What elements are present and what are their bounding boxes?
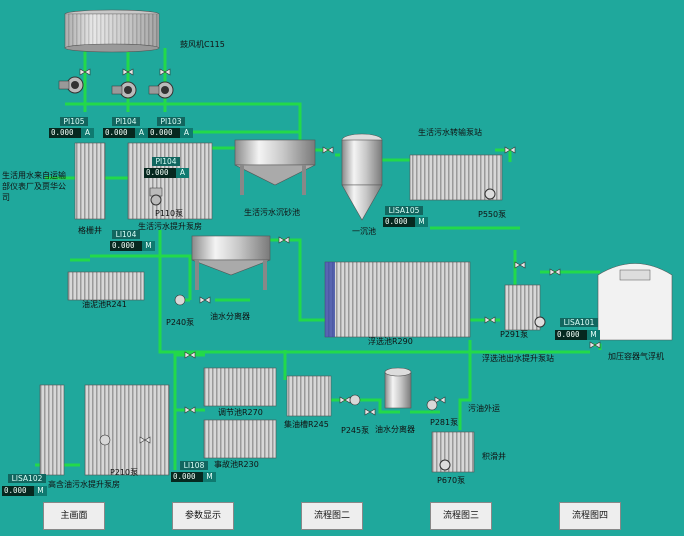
- grille-well: [74, 142, 106, 220]
- accident-r230-label: 事故池R230: [214, 460, 259, 469]
- oil-collect-r245-label: 集油槽R245: [284, 420, 329, 429]
- domestic-lift-room-label: 生活污水提升泵房: [138, 222, 202, 231]
- instrument-tag: LISA101: [560, 318, 598, 327]
- instrument-value: 0.000: [148, 128, 180, 138]
- pressure-vessel: [597, 263, 673, 341]
- grit-tank: [234, 139, 316, 195]
- grille-well-label: 格栅井: [78, 226, 102, 235]
- flow-chart-2-button[interactable]: 流程图二: [301, 502, 363, 530]
- oil-water-sep2-label: 油水分离器: [375, 425, 415, 434]
- primary-clarifier-label: 一沉池: [352, 227, 376, 236]
- oil-water-sep1-label: 油水分离器: [210, 312, 250, 321]
- oil-water-separator-1: [191, 235, 271, 290]
- oil-out-label: 污油外运: [468, 404, 500, 413]
- instrument-tag: LI104: [112, 230, 140, 239]
- instrument-value: 0.000: [2, 486, 34, 496]
- sludge-r241-label: 油泥池R241: [82, 300, 127, 309]
- instrument-tag: LISA105: [385, 206, 423, 215]
- instrument-value: 0.000: [383, 217, 415, 227]
- params-display-button[interactable]: 参数显示: [172, 502, 234, 530]
- p245-label: P245泵: [341, 426, 370, 435]
- p291-label: P291泵: [500, 330, 529, 339]
- oil-collect-tank-r245: [286, 375, 332, 417]
- flow-chart-4-button[interactable]: 流程图四: [559, 502, 621, 530]
- domestic-pump-tank: [409, 154, 503, 201]
- p550-label: P550泵: [478, 210, 507, 219]
- instrument-unit: A: [81, 128, 94, 138]
- flotation-r290-label: 浮选池R290: [368, 337, 413, 346]
- instrument-tag: PI104: [152, 157, 180, 166]
- instrument-tag: LI108: [180, 461, 208, 470]
- grit-tank-label: 生活污水沉砂池: [244, 208, 300, 217]
- valves: [79, 68, 601, 444]
- instrument-value: 0.000: [171, 472, 203, 482]
- instrument-unit: M: [34, 486, 47, 496]
- instrument-value: 0.000: [144, 168, 176, 178]
- instrument-unit: M: [203, 472, 216, 482]
- main-screen-button[interactable]: 主画面: [43, 502, 105, 530]
- domestic-pump-station-label: 生活污水转输泵站: [418, 128, 482, 137]
- instrument-tag: LISA102: [8, 474, 46, 483]
- p291-tank: [504, 284, 546, 331]
- instrument-value: 0.000: [555, 330, 587, 340]
- sludge-well-label: 积滑井: [482, 452, 506, 461]
- instrument-unit: A: [176, 168, 189, 178]
- blower-tank: [64, 9, 160, 53]
- p210-label: P210泵: [110, 468, 139, 477]
- pumps: [99, 294, 438, 446]
- left-source-label: 生活用水来自运输部仪表厂及贾华公司: [2, 171, 66, 202]
- flow-chart-3-button[interactable]: 流程图三: [430, 502, 492, 530]
- domestic-lift-room: [127, 142, 213, 220]
- instrument-value: 0.000: [103, 128, 135, 138]
- instrument-unit: M: [587, 330, 600, 340]
- p240-label: P240泵: [166, 318, 195, 327]
- p670-label: P670泵: [437, 476, 466, 485]
- sludge-tank-r241: [67, 271, 145, 301]
- blower-motors: [58, 76, 174, 99]
- instrument-value: 0.000: [49, 128, 81, 138]
- accident-tank-r230: [203, 419, 277, 459]
- instrument-tag: PI103: [157, 117, 185, 126]
- high-oil-lift-room-label: 高含油污水提升泵房: [48, 480, 120, 489]
- instrument-unit: M: [142, 241, 155, 251]
- high-oil-lift-room: [39, 384, 170, 476]
- blower-label: 鼓风机C115: [180, 40, 225, 49]
- adjust-tank-r270: [203, 367, 277, 407]
- instrument-tag: PI105: [60, 117, 88, 126]
- instrument-unit: A: [135, 128, 148, 138]
- instrument-unit: M: [415, 217, 428, 227]
- p281-label: P281泵: [430, 418, 459, 427]
- adjust-r270-label: 调节池R270: [218, 408, 263, 417]
- flotation-tank-r290: [324, 261, 471, 338]
- pressure-vessel-label: 加压容器气浮机: [608, 352, 664, 361]
- primary-clarifier: [341, 133, 383, 221]
- instrument-tag: PI104: [112, 117, 140, 126]
- instrument-unit: A: [180, 128, 193, 138]
- p110-label: P110泵: [155, 209, 184, 218]
- sludge-well: [431, 431, 475, 473]
- oil-water-separator-2: [384, 367, 412, 409]
- instrument-value: 0.000: [110, 241, 142, 251]
- flotation-outlet-label: 浮选池出水提升泵站: [482, 354, 554, 363]
